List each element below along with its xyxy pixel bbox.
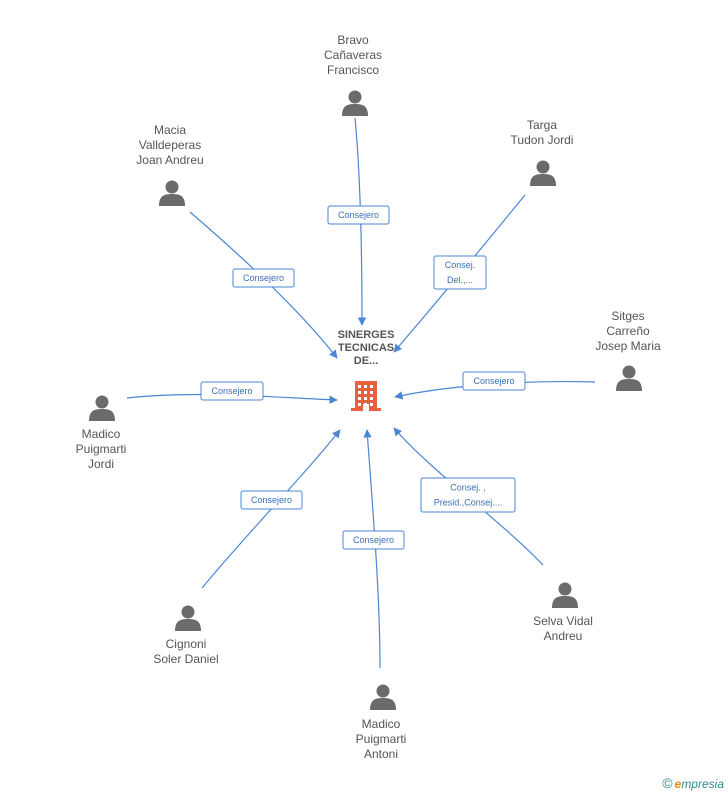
- role-text: Consejero: [251, 495, 292, 505]
- role-text: Consejero: [353, 535, 394, 545]
- person-icon: [530, 160, 556, 186]
- role-text: Consej. ,: [450, 483, 486, 493]
- role-text: Consejero: [473, 376, 514, 386]
- person-name-line: Antoni: [364, 747, 398, 761]
- role-text: Consejero: [243, 273, 284, 283]
- person-name-line: Puigmarti: [76, 442, 127, 456]
- role-label-bravo[interactable]: Consejero: [327, 205, 390, 225]
- role-label-macia[interactable]: Consejero: [232, 268, 295, 288]
- person-name-line: Valldeperas: [139, 138, 201, 152]
- person-name-line: Carreño: [606, 324, 650, 338]
- role-text: Presid.,Consej....: [434, 498, 503, 508]
- person-name-line: Andreu: [544, 629, 583, 643]
- person-name-line: Josep Maria: [595, 339, 661, 353]
- person-icon: [616, 365, 642, 391]
- person-name-line: Tudon Jordi: [511, 133, 574, 147]
- person-name-line: Targa: [527, 118, 557, 132]
- person-name-line: Sitges: [611, 309, 644, 323]
- person-name-line: Puigmarti: [356, 732, 407, 746]
- person-icon: [175, 605, 201, 631]
- person-name-line: Macia: [154, 123, 186, 137]
- person-name-line: Madico: [82, 427, 121, 441]
- role-label-selva[interactable]: Consej. , Presid.,Consej....: [420, 477, 516, 513]
- people-layer: BravoCañaverasFranciscoMaciaValldeperasJ…: [76, 33, 661, 761]
- brand-name: mpresia: [681, 777, 724, 791]
- empresia-watermark: ©empresia: [662, 775, 724, 791]
- center-name-line: SINERGES: [338, 329, 395, 341]
- person-icon: [159, 180, 185, 206]
- person-name-line: Cañaveras: [324, 48, 382, 62]
- role-text: Consej.: [445, 260, 476, 270]
- copyright-symbol: ©: [662, 775, 673, 791]
- person-name-line: Cignoni: [166, 637, 207, 651]
- person-name-line: Madico: [362, 717, 401, 731]
- role-text: Consejero: [338, 210, 379, 220]
- role-text: Del.,...: [447, 275, 473, 285]
- role-text: Consejero: [211, 386, 252, 396]
- center-name-line: TECNICAS: [338, 342, 394, 354]
- person-name-line: Selva Vidal: [533, 614, 593, 628]
- role-label-sitges[interactable]: Consejero: [462, 371, 526, 391]
- person-icon: [342, 90, 368, 116]
- person-name-line: Bravo: [337, 33, 369, 47]
- person-name-line: Joan Andreu: [136, 153, 203, 167]
- center-name-line: DE...: [354, 355, 378, 367]
- role-label-madico-antoni[interactable]: Consejero: [342, 530, 405, 550]
- center-company[interactable]: SINERGESTECNICASDE...: [338, 329, 395, 411]
- building-icon: [351, 381, 381, 411]
- person-name-line: Jordi: [88, 457, 114, 471]
- role-label-madico-jordi[interactable]: Consejero: [200, 381, 264, 401]
- person-icon: [552, 582, 578, 608]
- brand-e: e: [674, 777, 682, 791]
- roles-layer: ConsejeroConsejeroConsej.Del.,...Conseje…: [200, 205, 526, 550]
- person-name-line: Soler Daniel: [153, 652, 218, 666]
- person-icon: [370, 684, 396, 710]
- person-icon: [89, 395, 115, 421]
- role-label-cignoni[interactable]: Consejero: [240, 490, 303, 510]
- role-label-targa[interactable]: Consej. Del.,...: [433, 255, 487, 290]
- person-name-line: Francisco: [327, 63, 379, 77]
